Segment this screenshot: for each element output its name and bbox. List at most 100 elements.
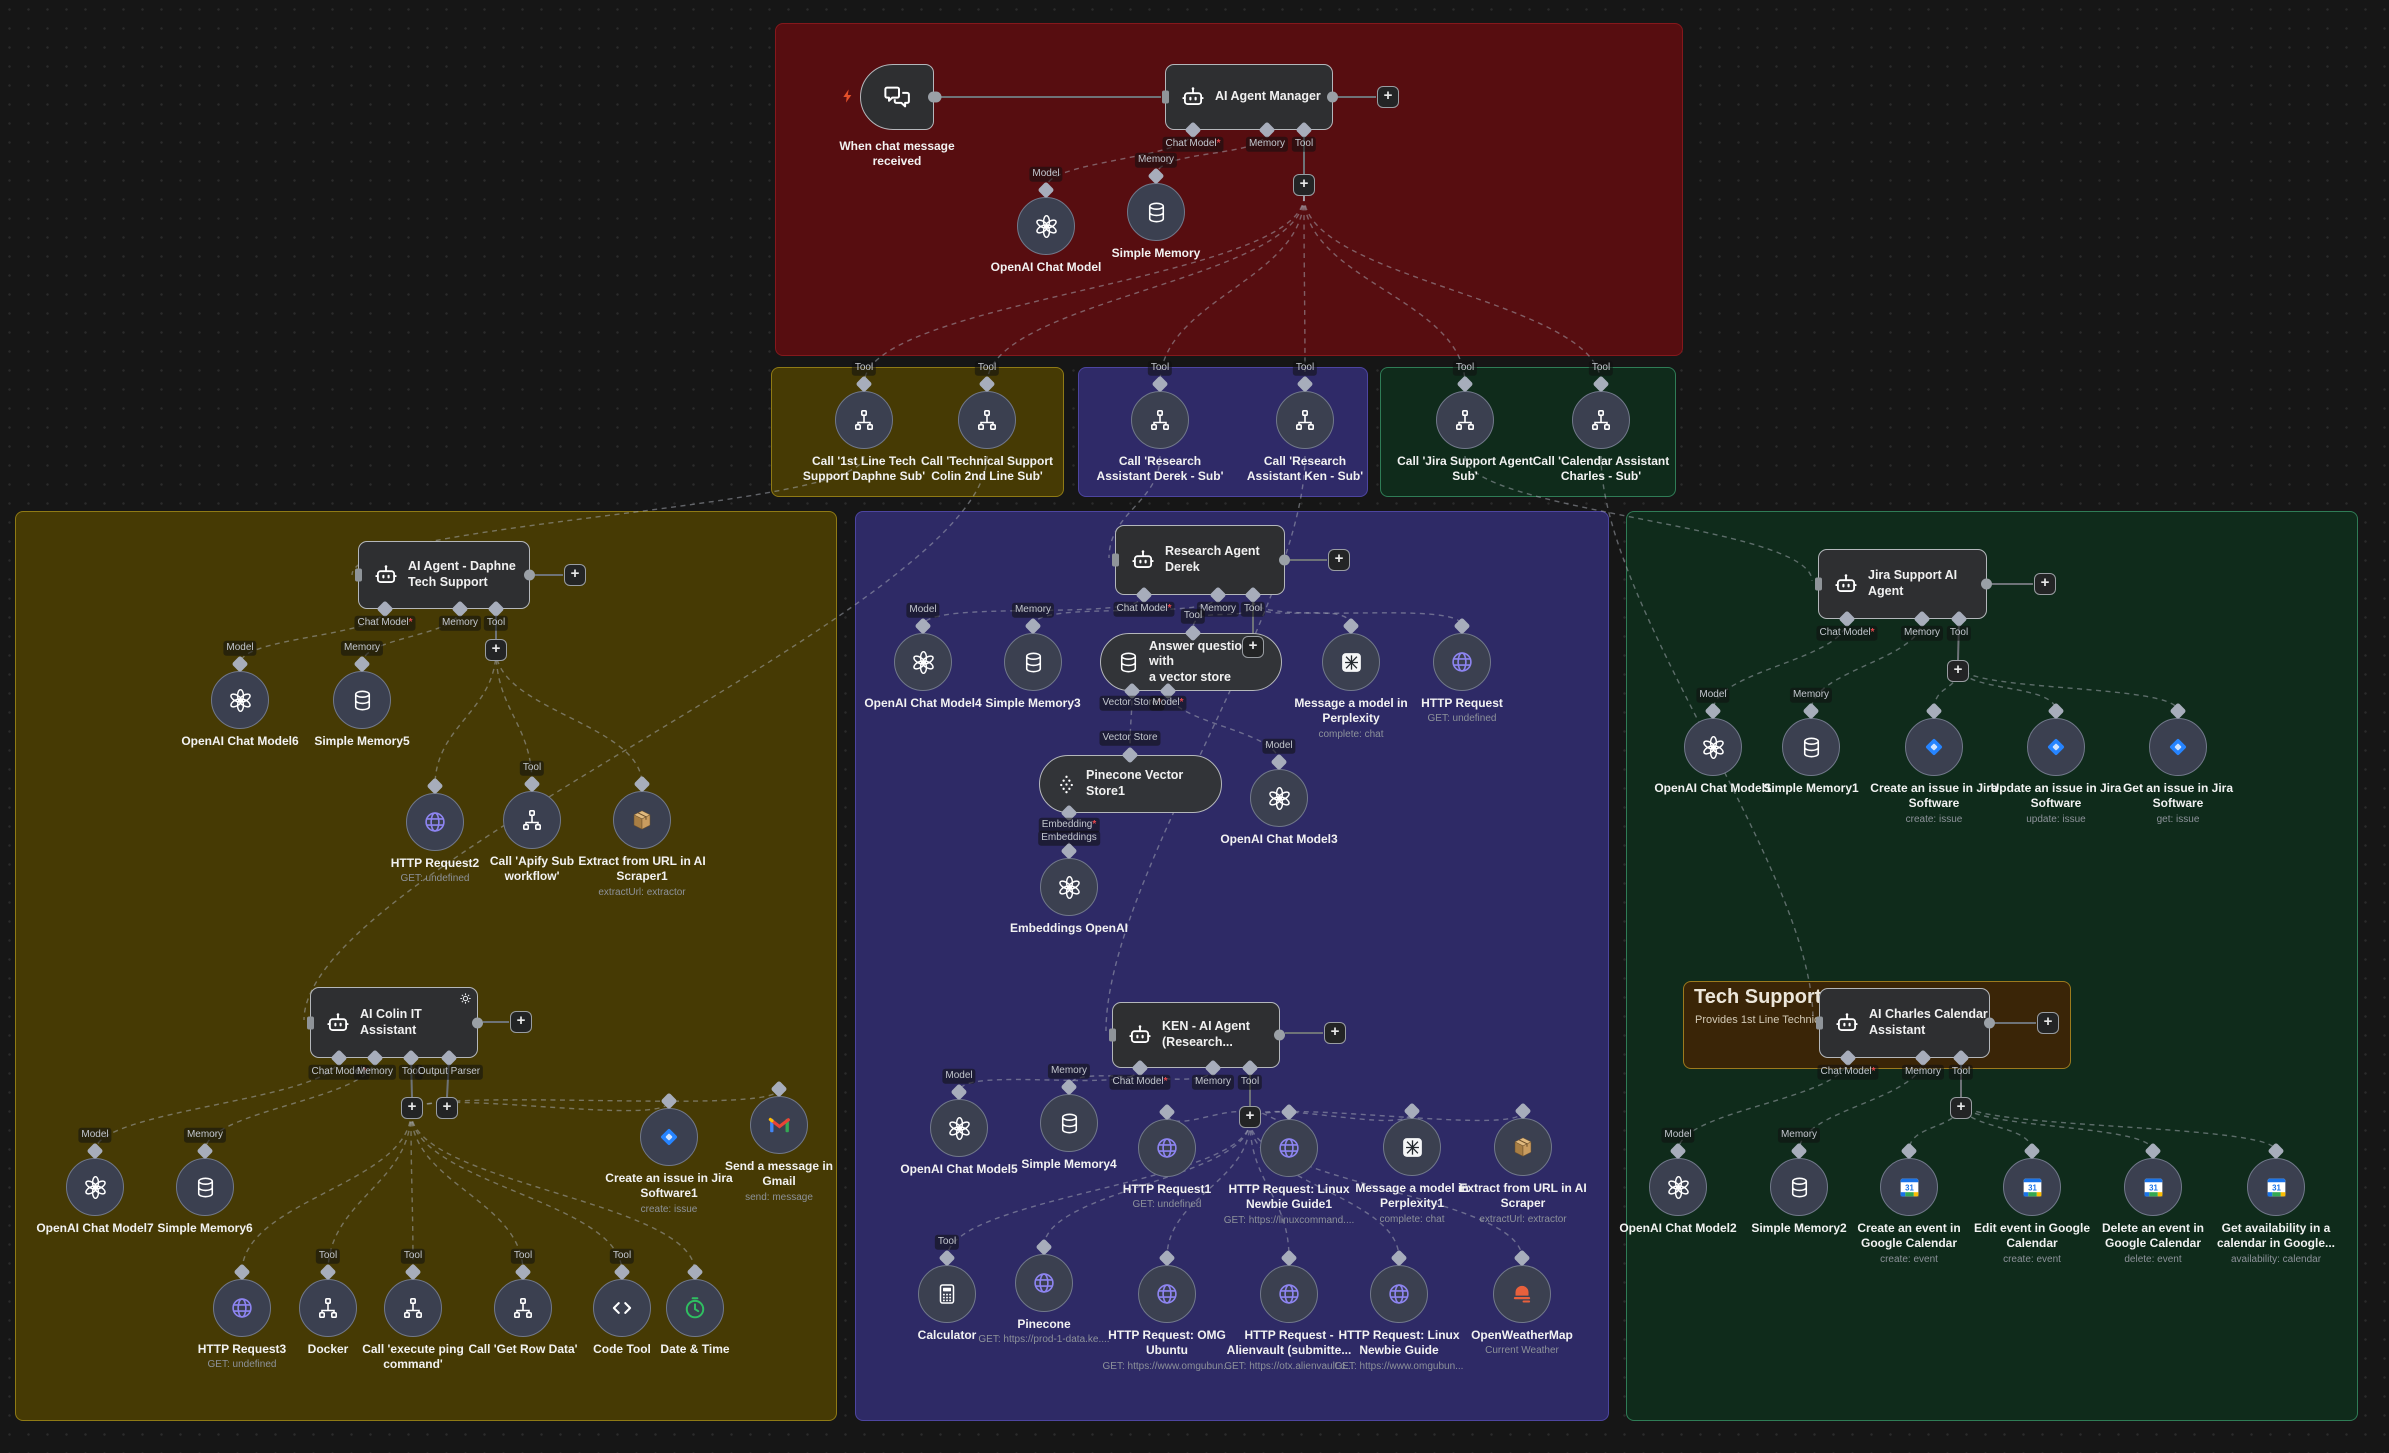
create-issue-jira-software[interactable]: [1905, 718, 1963, 776]
call-1st-line-tech-support-daphne[interactable]: [835, 391, 893, 449]
output-connector[interactable]: [1274, 1029, 1285, 1041]
plus-daphne-tool[interactable]: +: [485, 639, 507, 661]
port-diamond[interactable]: [2023, 1142, 2041, 1160]
input-connector[interactable]: [355, 568, 362, 582]
zone-tech-tools[interactable]: [771, 367, 1064, 497]
call-research-assistant-ken[interactable]: [1276, 391, 1334, 449]
port-diamond[interactable]: [353, 655, 371, 673]
port-diamond[interactable]: [855, 375, 873, 393]
port-diamond[interactable]: [1403, 1102, 1421, 1120]
port-diamond[interactable]: [938, 1249, 956, 1267]
port-diamond[interactable]: [2144, 1142, 2162, 1160]
port-diamond[interactable]: [686, 1263, 704, 1281]
port-diamond[interactable]: [1037, 181, 1055, 199]
get-availability-google-calendar[interactable]: 31: [2247, 1158, 2305, 1216]
port-diamond[interactable]: [1790, 1142, 1808, 1160]
ken-ai-agent[interactable]: KEN - AI Agent (Research...: [1109, 1002, 1285, 1068]
research-agent-derek[interactable]: Research Agent Derek: [1112, 525, 1290, 595]
call-execute-ping-command[interactable]: [384, 1279, 442, 1337]
input-connector[interactable]: [1816, 1016, 1823, 1030]
port-diamond[interactable]: [1280, 1249, 1298, 1267]
pinecone-vector-store1[interactable]: Pinecone Vector Store1: [1039, 755, 1222, 813]
output-connector[interactable]: [1327, 91, 1338, 103]
plus-colin-parser[interactable]: +: [436, 1097, 458, 1119]
add-connected-node-button[interactable]: +: [510, 1011, 532, 1033]
port-diamond[interactable]: [2169, 702, 2187, 720]
simple-memory4[interactable]: [1040, 1094, 1098, 1152]
update-issue-jira-software[interactable]: [2027, 718, 2085, 776]
call-jira-support-agent[interactable]: [1436, 391, 1494, 449]
plus-jira-tool[interactable]: +: [1947, 660, 1969, 682]
port-diamond[interactable]: [1158, 1103, 1176, 1121]
port-diamond[interactable]: [319, 1263, 337, 1281]
jira-support-ai-agent[interactable]: Jira Support AI Agent: [1815, 549, 1992, 619]
calculator[interactable]: [918, 1265, 976, 1323]
port-diamond[interactable]: [1270, 753, 1288, 771]
http-request2[interactable]: [406, 793, 464, 851]
port-diamond[interactable]: [1390, 1249, 1408, 1267]
port-diamond[interactable]: [613, 1263, 631, 1281]
port-diamond[interactable]: [86, 1142, 104, 1160]
http-request3[interactable]: [213, 1279, 271, 1337]
port-diamond[interactable]: [1453, 617, 1471, 635]
port-diamond[interactable]: [514, 1263, 532, 1281]
port-diamond[interactable]: [1925, 702, 1943, 720]
port-diamond[interactable]: [2267, 1142, 2285, 1160]
openweathermap[interactable]: [1493, 1265, 1551, 1323]
port-diamond[interactable]: [660, 1092, 678, 1110]
simple-memory5[interactable]: [333, 671, 391, 729]
port-diamond[interactable]: [1592, 375, 1610, 393]
simple-memory2[interactable]: [1770, 1158, 1828, 1216]
message-model-perplexity1[interactable]: [1383, 1118, 1441, 1176]
add-connected-node-button[interactable]: +: [1328, 549, 1350, 571]
input-connector[interactable]: [1112, 553, 1119, 567]
port-diamond[interactable]: [1296, 375, 1314, 393]
port-diamond[interactable]: [426, 777, 444, 795]
simple-memory1[interactable]: [1782, 718, 1840, 776]
port-diamond[interactable]: [978, 375, 996, 393]
port-diamond[interactable]: [1514, 1102, 1532, 1120]
input-connector[interactable]: [307, 1016, 314, 1029]
port-diamond[interactable]: [1158, 1249, 1176, 1267]
plus-ken-tool[interactable]: +: [1239, 1106, 1261, 1128]
http-request-alienvault[interactable]: [1260, 1265, 1318, 1323]
call-get-row-data[interactable]: [494, 1279, 552, 1337]
openai-chat-model5[interactable]: [930, 1099, 988, 1157]
port-diamond[interactable]: [950, 1083, 968, 1101]
gear-icon[interactable]: [459, 992, 472, 1005]
docker[interactable]: [299, 1279, 357, 1337]
http-request1[interactable]: [1138, 1119, 1196, 1177]
port-diamond[interactable]: [2047, 702, 2065, 720]
http-request-linux-newbie-guide1[interactable]: [1260, 1119, 1318, 1177]
port-diamond[interactable]: [914, 617, 932, 635]
ai-charles-calendar-assistant[interactable]: AI Charles Calendar Assistant: [1816, 988, 1995, 1058]
input-connector[interactable]: [1109, 1028, 1116, 1042]
port-diamond[interactable]: [633, 775, 651, 793]
output-connector[interactable]: [524, 569, 535, 581]
code-tool[interactable]: [593, 1279, 651, 1337]
port-diamond[interactable]: [404, 1263, 422, 1281]
embeddings-openai[interactable]: [1040, 858, 1098, 916]
port-diamond[interactable]: [233, 1263, 251, 1281]
openai-chat-model6[interactable]: [211, 671, 269, 729]
date-time[interactable]: [666, 1279, 724, 1337]
pinecone[interactable]: [1015, 1254, 1073, 1312]
extract-from-url-scraper1[interactable]: [613, 791, 671, 849]
http-request-omg-ubuntu[interactable]: [1138, 1265, 1196, 1323]
extract-from-url-scraper[interactable]: [1494, 1118, 1552, 1176]
openai-chat-model3[interactable]: [1250, 769, 1308, 827]
zone-jira-calendar[interactable]: [1626, 511, 2358, 1421]
add-connected-node-button[interactable]: +: [2037, 1012, 2059, 1034]
port-diamond[interactable]: [1704, 702, 1722, 720]
input-connector[interactable]: [1162, 90, 1169, 104]
port-diamond[interactable]: [1024, 617, 1042, 635]
message-model-perplexity[interactable]: [1322, 633, 1380, 691]
port-diamond[interactable]: [523, 775, 541, 793]
get-issue-jira-software[interactable]: [2149, 718, 2207, 776]
port-diamond[interactable]: [196, 1142, 214, 1160]
ai-agent-daphne[interactable]: AI Agent - Daphne Tech Support: [355, 541, 535, 609]
send-message-gmail[interactable]: [750, 1096, 808, 1154]
call-technical-support-colin[interactable]: [958, 391, 1016, 449]
port-diamond[interactable]: [1060, 1078, 1078, 1096]
simple-memory[interactable]: [1127, 183, 1185, 241]
